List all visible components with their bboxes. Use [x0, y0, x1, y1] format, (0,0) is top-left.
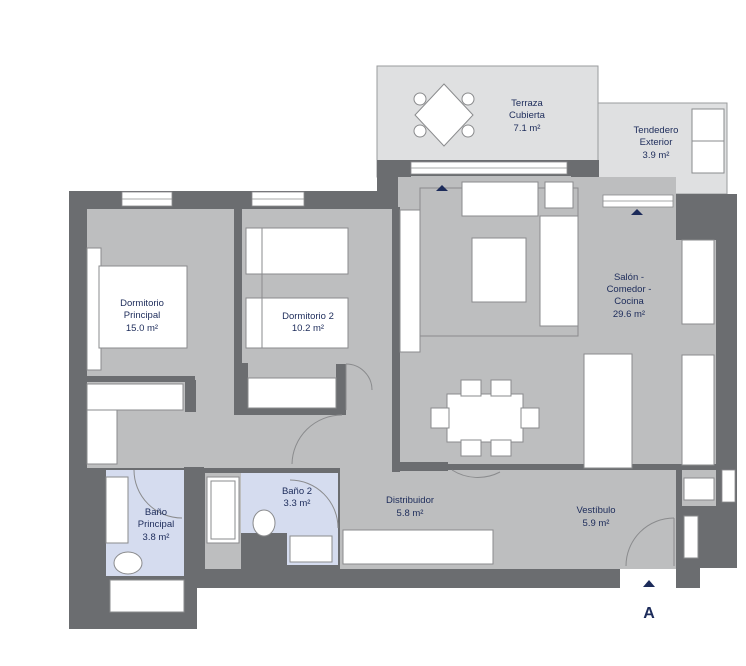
label-bano-principal-area: 3.8 m²: [143, 532, 170, 543]
label-vestibulo-area: 5.9 m²: [583, 518, 610, 529]
label-salon-name-2: Comedor -: [607, 284, 652, 295]
armchair-icon: [544, 181, 574, 209]
toilet-icon: [113, 551, 143, 575]
wardrobe-icon-2: [247, 377, 337, 409]
kitchen-counter-icon: [583, 353, 633, 469]
label-tendedero-name-1: Tendedero: [634, 125, 679, 136]
tv-unit-icon: [399, 209, 421, 353]
wardrobe-icon: [86, 409, 118, 465]
sofa-icon: [461, 181, 539, 217]
north-arrow-icon-2: [631, 209, 643, 215]
furniture: [86, 181, 715, 613]
label-distribuidor-name: Distribuidor: [386, 495, 434, 506]
doors: [133, 363, 675, 567]
entrance-label: A: [643, 605, 655, 622]
label-salon-name-1: Salón -: [614, 272, 644, 283]
label-bano-principal-name-1: Baño: [145, 507, 167, 518]
bed-single-icon-2: [245, 297, 349, 349]
bed-double-icon: [98, 265, 188, 349]
label-tendedero-area: 3.9 m²: [643, 150, 670, 161]
terrace-table-icon: [413, 83, 475, 147]
label-salon-name-3: Cocina: [614, 296, 644, 307]
sink-icon: [289, 535, 333, 563]
dining-table-icon: [446, 393, 524, 443]
label-dormitorio-principal-name-2: Principal: [124, 310, 160, 321]
drying-rack-icon: [691, 108, 725, 142]
label-vestibulo-name: Vestíbulo: [576, 505, 615, 516]
label-dormitorio-2-name: Dormitorio 2: [282, 311, 334, 322]
label-dormitorio-2-area: 10.2 m²: [292, 323, 324, 334]
toilet-icon-2: [252, 509, 276, 537]
bathtub-icon: [109, 579, 185, 613]
label-distribuidor-area: 5.8 m²: [397, 508, 424, 519]
label-bano-2-area: 3.3 m²: [284, 498, 311, 509]
wardrobe-icon-3: [342, 529, 494, 565]
label-dormitorio-principal-area: 15.0 m²: [126, 323, 158, 334]
label-bano-2-name: Baño 2: [282, 486, 312, 497]
label-dormitorio-principal-name-1: Dormitorio: [120, 298, 164, 309]
kitchen-counter-icon-2: [681, 239, 715, 325]
windows: [121, 161, 736, 503]
label-terraza-name-2: Cubierta: [509, 110, 546, 121]
coffee-table-icon: [471, 237, 527, 303]
entrance-arrow-icon: [643, 580, 655, 587]
interior-walls: [87, 207, 716, 580]
label-tendedero-name-2: Exterior: [640, 137, 673, 148]
label-salon-area: 29.6 m²: [613, 309, 645, 320]
bed-single-icon: [245, 227, 349, 275]
bathtub-icon-2: [206, 476, 240, 544]
sofa-l-icon: [539, 215, 579, 327]
label-terraza-name-1: Terraza: [511, 98, 543, 109]
room-labels: Terraza Cubierta 7.1 m² Tendedero Exteri…: [120, 98, 678, 622]
shower-tray-icon: [105, 476, 129, 544]
label-bano-principal-name-2: Principal: [138, 519, 174, 530]
north-arrow-icon: [436, 185, 448, 191]
label-terraza-area: 7.1 m²: [514, 123, 541, 134]
